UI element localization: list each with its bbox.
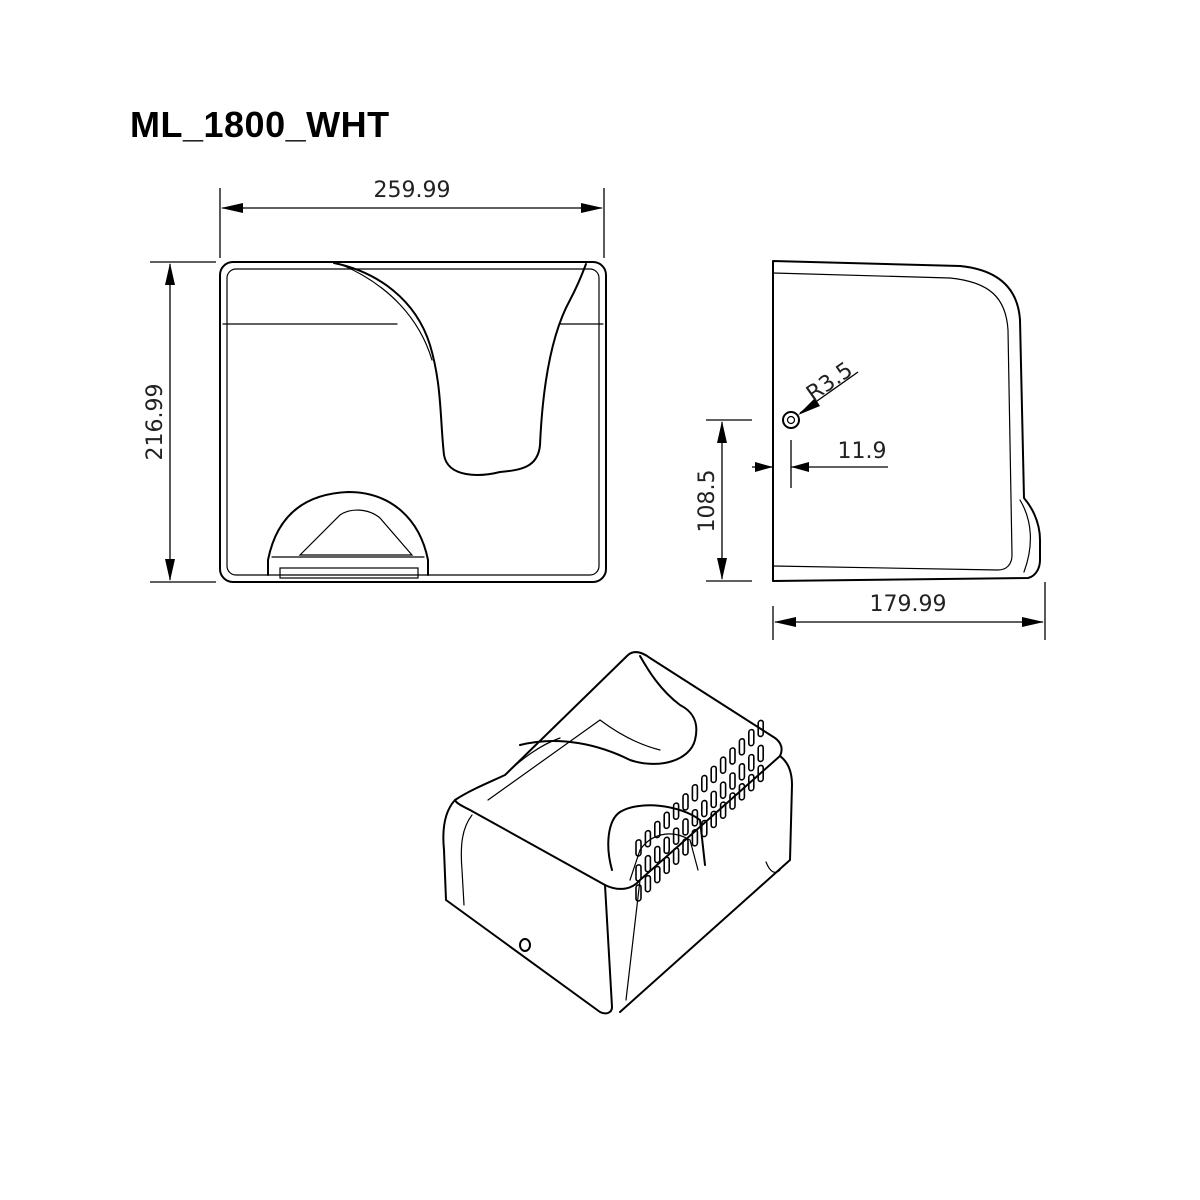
arrow-right: [581, 203, 603, 213]
iso-sensor-window: [629, 833, 699, 881]
vent-slot: [663, 856, 671, 875]
vent-slot: [653, 865, 661, 884]
front-bottom-slot: [279, 567, 419, 579]
vent-slot: [700, 774, 708, 793]
vent-slot: [635, 839, 642, 857]
front-outlet-inner-curve: [339, 263, 433, 361]
front-height-dimension: 216.99: [143, 261, 216, 583]
side-outline: [772, 260, 1041, 582]
vent-slot: [700, 799, 708, 818]
vent-slot: [757, 764, 765, 783]
vent-slot: [635, 864, 642, 882]
side-mount-hole: [782, 411, 800, 429]
hole-height-label: 108.5: [695, 470, 720, 533]
iso-side-notch: [765, 861, 781, 873]
iso-vent-slots: [635, 719, 765, 902]
vent-slot: [747, 753, 755, 772]
side-inner-outline: [772, 272, 1013, 571]
front-view: [219, 261, 607, 583]
iso-left-face: [442, 799, 613, 1015]
vent-slot: [635, 884, 642, 902]
vent-slot: [710, 765, 718, 784]
drawing-title: ML_1800_WHT: [130, 104, 390, 145]
iso-top-seam: [487, 719, 661, 801]
hole-offset-label: 11.9: [838, 439, 887, 464]
isometric-view: [442, 651, 793, 1015]
vent-slot: [653, 820, 661, 839]
vent-slot: [682, 793, 689, 811]
side-depth-label: 179.99: [870, 592, 947, 617]
front-height-label: 216.99: [143, 384, 168, 461]
vent-slot: [710, 810, 718, 829]
front-width-label: 259.99: [374, 178, 451, 203]
vent-slot: [672, 802, 680, 820]
vent-slot: [663, 836, 671, 855]
vent-slot: [719, 756, 727, 775]
front-air-outlet-curve: [333, 262, 587, 476]
front-outline: [219, 261, 607, 583]
vent-slot: [757, 719, 765, 738]
iso-right-corner-edge: [625, 879, 641, 1001]
iso-top-face: [454, 651, 783, 890]
vent-slot: [682, 838, 689, 856]
vent-slot: [691, 783, 699, 802]
vent-slot: [663, 811, 671, 830]
hole-height-dimension: 108.5: [695, 419, 752, 582]
vent-slot: [747, 773, 755, 792]
vent-slot: [719, 781, 727, 800]
front-inner-outline: [226, 268, 600, 576]
vent-slot: [691, 828, 699, 847]
vent-slot: [729, 772, 736, 790]
vent-slot: [729, 747, 736, 765]
vent-slot: [653, 845, 661, 864]
vent-slot: [719, 801, 727, 820]
iso-outlet-edge: [504, 737, 561, 776]
vent-slot: [738, 783, 746, 801]
vent-slot: [691, 808, 699, 827]
vent-slot: [644, 829, 652, 848]
vent-slot: [738, 738, 746, 756]
side-mount-hole-inner: [786, 415, 796, 425]
front-sensor-window: [298, 509, 414, 556]
side-bottom-lip: [1019, 499, 1031, 573]
iso-air-outlet: [519, 655, 698, 765]
iso-sensor-arch: [607, 804, 706, 871]
vent-slot: [682, 818, 689, 836]
vent-slot: [747, 728, 755, 747]
front-width-dimension: 259.99: [219, 178, 605, 258]
radius-label: R3.5: [802, 358, 858, 407]
arrow-left: [221, 203, 243, 213]
vent-slot: [738, 763, 746, 781]
vent-slot: [710, 790, 718, 809]
vent-slot: [644, 854, 652, 873]
vent-slot: [700, 819, 708, 838]
vent-slot: [672, 827, 680, 845]
iso-right-face: [619, 755, 793, 1013]
vent-slot: [729, 792, 736, 810]
side-view: [772, 260, 1041, 582]
hole-offset-dimension: 11.9: [752, 439, 888, 488]
iso-mount-hole: [519, 938, 531, 952]
vent-slot: [672, 847, 680, 865]
radius-dimension: R3.5: [798, 358, 859, 415]
iso-left-inner-edge: [460, 814, 473, 906]
side-depth-dimension: 179.99: [772, 582, 1046, 640]
vent-slot: [757, 744, 765, 763]
vent-slot: [644, 874, 652, 893]
front-sensor-arch: [267, 491, 429, 576]
